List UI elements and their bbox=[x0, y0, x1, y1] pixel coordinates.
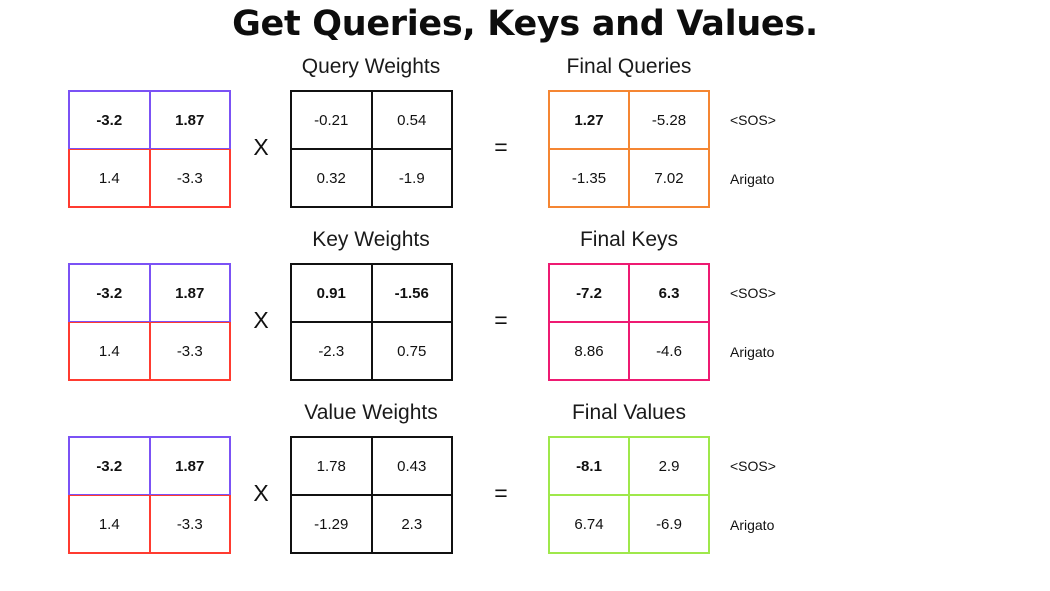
input-embedding-matrix: -3.2 1.87 1.4 -3.3 bbox=[68, 90, 231, 208]
token-label-sos: <SOS> bbox=[730, 112, 776, 128]
matrix-cell: -1.35 bbox=[548, 149, 629, 208]
token-label-sos: <SOS> bbox=[730, 458, 776, 474]
input-embedding-matrix: -3.2 1.87 1.4 -3.3 bbox=[68, 263, 231, 381]
matrix-cell: 2.9 bbox=[629, 436, 710, 495]
matrix-cell: 0.43 bbox=[371, 436, 453, 495]
matrix-cell: -8.1 bbox=[548, 436, 629, 495]
matrix-cell: 0.54 bbox=[371, 90, 453, 149]
query-weights-header: Query Weights bbox=[301, 55, 441, 78]
matrix-cell: 0.32 bbox=[290, 149, 372, 208]
key-weights-header: Key Weights bbox=[312, 228, 430, 251]
token-label-arigato: Arigato bbox=[730, 171, 775, 187]
equals-operator: = bbox=[494, 480, 508, 506]
query-weights-matrix: -0.21 0.54 0.32 -1.9 bbox=[290, 90, 453, 208]
multiply-operator: X bbox=[253, 307, 269, 333]
row-keys: Key Weights Final Keys -3.2 1.87 1.4 -3.… bbox=[0, 228, 1050, 388]
matrix-cell: -4.6 bbox=[629, 322, 710, 381]
token-label-arigato: Arigato bbox=[730, 344, 775, 360]
matrix-cell: -0.21 bbox=[290, 90, 372, 149]
final-keys-matrix: -7.2 6.3 8.86 -4.6 bbox=[548, 263, 710, 381]
matrix-cell: 1.4 bbox=[68, 495, 150, 554]
token-label-sos: <SOS> bbox=[730, 285, 776, 301]
matrix-cell: -1.56 bbox=[371, 263, 453, 322]
final-values-header: Final Values bbox=[571, 401, 686, 424]
matrix-cell: -2.3 bbox=[290, 322, 372, 381]
final-keys-header: Final Keys bbox=[579, 228, 679, 251]
row-queries: Query Weights Final Queries -3.2 1.87 1.… bbox=[0, 55, 1050, 215]
matrix-cell: -5.28 bbox=[629, 90, 710, 149]
matrix-cell: -3.2 bbox=[68, 90, 150, 149]
matrix-cell: -3.3 bbox=[149, 495, 231, 554]
matrix-cell: -1.29 bbox=[290, 495, 372, 554]
matrix-cell: 1.78 bbox=[290, 436, 372, 495]
value-weights-matrix: 1.78 0.43 -1.29 2.3 bbox=[290, 436, 453, 554]
token-label-arigato: Arigato bbox=[730, 517, 775, 533]
matrix-cell: 6.3 bbox=[629, 263, 710, 322]
page-title: Get Queries, Keys and Values. bbox=[232, 4, 818, 44]
matrix-cell: 1.87 bbox=[149, 436, 231, 495]
value-weights-header: Value Weights bbox=[304, 401, 438, 424]
input-embedding-matrix: -3.2 1.87 1.4 -3.3 bbox=[68, 436, 231, 554]
equals-operator: = bbox=[494, 134, 508, 160]
matrix-cell: 1.87 bbox=[149, 263, 231, 322]
matrix-cell: 6.74 bbox=[548, 495, 629, 554]
matrix-cell: -3.2 bbox=[68, 263, 150, 322]
multiply-operator: X bbox=[253, 480, 269, 506]
final-queries-matrix: 1.27 -5.28 -1.35 7.02 bbox=[548, 90, 710, 208]
matrix-cell: -1.9 bbox=[371, 149, 453, 208]
matrix-cell: 1.27 bbox=[548, 90, 629, 149]
matrix-cell: 0.75 bbox=[371, 322, 453, 381]
matrix-cell: -7.2 bbox=[548, 263, 629, 322]
matrix-cell: 0.91 bbox=[290, 263, 372, 322]
matrix-cell: 1.87 bbox=[149, 90, 231, 149]
multiply-operator: X bbox=[253, 134, 269, 160]
row-values: Value Weights Final Values -3.2 1.87 1.4… bbox=[0, 401, 1050, 561]
matrix-cell: 1.4 bbox=[68, 322, 150, 381]
equals-operator: = bbox=[494, 307, 508, 333]
final-values-matrix: -8.1 2.9 6.74 -6.9 bbox=[548, 436, 710, 554]
matrix-cell: -3.3 bbox=[149, 149, 231, 208]
matrix-cell: -6.9 bbox=[629, 495, 710, 554]
matrix-cell: 8.86 bbox=[548, 322, 629, 381]
matrix-cell: -3.3 bbox=[149, 322, 231, 381]
matrix-cell: 2.3 bbox=[371, 495, 453, 554]
key-weights-matrix: 0.91 -1.56 -2.3 0.75 bbox=[290, 263, 453, 381]
final-queries-header: Final Queries bbox=[566, 55, 692, 78]
matrix-cell: -3.2 bbox=[68, 436, 150, 495]
matrix-cell: 7.02 bbox=[629, 149, 710, 208]
matrix-cell: 1.4 bbox=[68, 149, 150, 208]
